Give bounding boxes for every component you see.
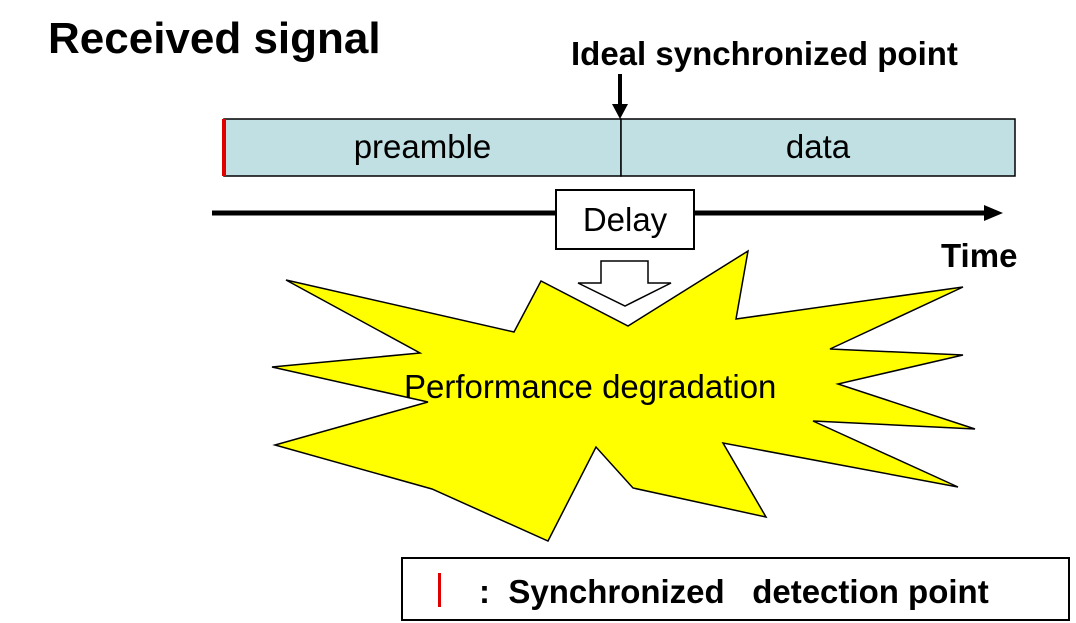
data-label: data [785, 128, 851, 165]
burst-label: Performance degradation [404, 368, 777, 405]
legend-text: : Synchronized detection point [479, 573, 989, 610]
time-axis-label: Time [941, 237, 1018, 274]
performance-burst-shape [271, 249, 976, 542]
ideal-point-label: Ideal synchronized point [571, 35, 958, 72]
down-arrow-icon [612, 74, 628, 119]
delay-box: Delay [555, 189, 695, 250]
preamble-label: preamble [353, 128, 492, 165]
hollow-down-arrow-icon [577, 260, 672, 307]
legend-detection-marker [438, 573, 441, 607]
data-segment [620, 118, 1016, 177]
diagram-title: Received signal [48, 14, 381, 63]
legend-box: : Synchronized detection point [401, 557, 1070, 621]
